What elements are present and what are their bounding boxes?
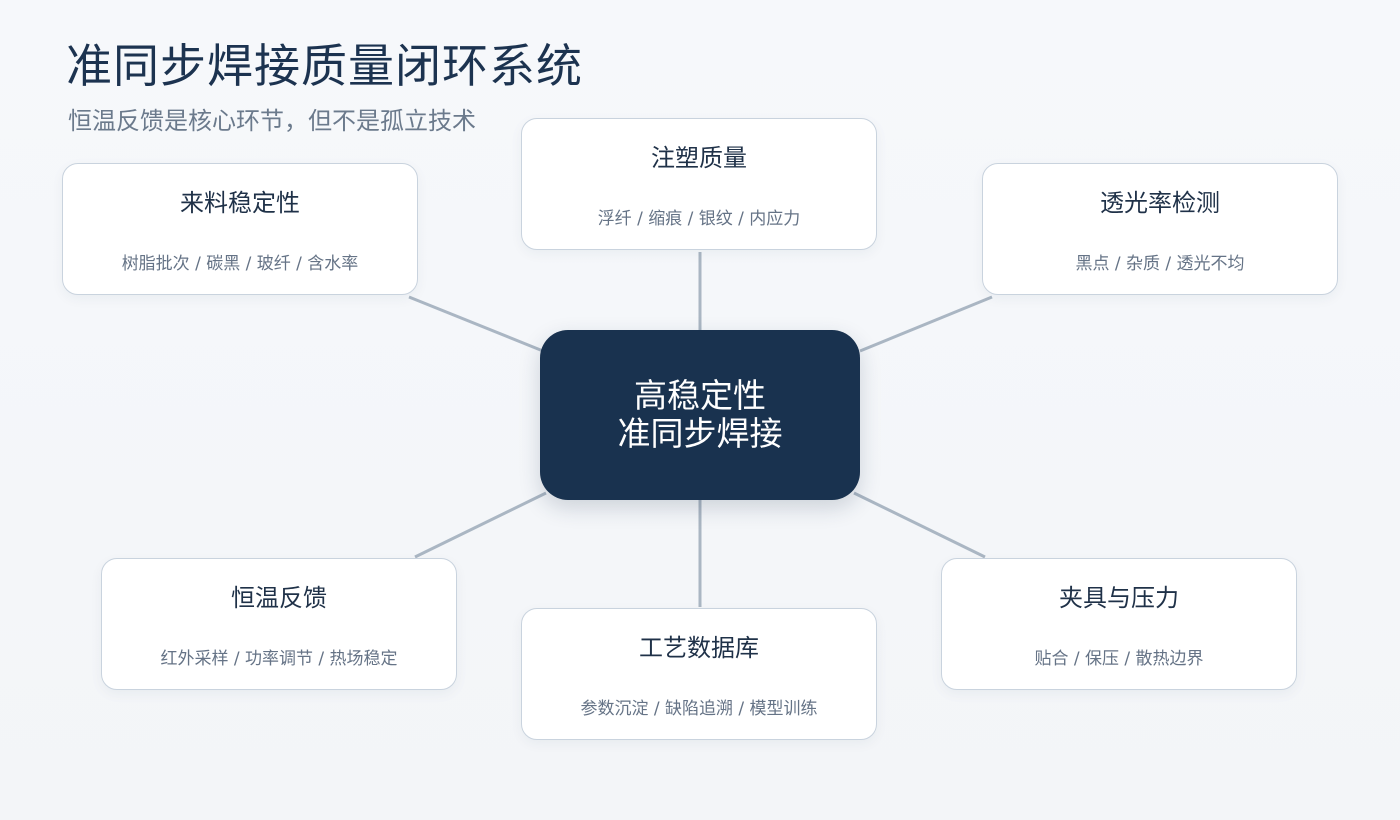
node-title: 透光率检测 bbox=[1100, 189, 1220, 217]
node-transmittance-detection: 透光率检测 黑点 / 杂质 / 透光不均 bbox=[982, 163, 1338, 295]
node-description: 贴合 / 保压 / 散热边界 bbox=[1034, 649, 1204, 669]
node-description: 红外采样 / 功率调节 / 热场稳定 bbox=[160, 649, 398, 669]
central-node-line-1: 高稳定性 bbox=[634, 376, 766, 415]
central-node: 高稳定性 准同步焊接 bbox=[540, 330, 860, 500]
node-title: 工艺数据库 bbox=[639, 634, 759, 662]
connector-temp bbox=[414, 491, 547, 559]
connector-trans bbox=[859, 295, 993, 353]
page-subtitle: 恒温反馈是核心环节，但不是孤立技术 bbox=[68, 107, 476, 135]
node-description: 树脂批次 / 碳黑 / 玻纤 / 含水率 bbox=[121, 254, 359, 274]
node-description: 黑点 / 杂质 / 透光不均 bbox=[1075, 254, 1245, 274]
node-injection-quality: 注塑质量 浮纤 / 缩痕 / 银纹 / 内应力 bbox=[521, 118, 877, 250]
node-title: 来料稳定性 bbox=[180, 189, 300, 217]
node-title: 恒温反馈 bbox=[231, 584, 327, 612]
node-description: 浮纤 / 缩痕 / 银纹 / 内应力 bbox=[597, 209, 801, 229]
node-title: 夹具与压力 bbox=[1059, 584, 1179, 612]
node-process-database: 工艺数据库 参数沉淀 / 缺陷追溯 / 模型训练 bbox=[521, 608, 877, 740]
node-description: 参数沉淀 / 缺陷追溯 / 模型训练 bbox=[580, 699, 818, 719]
connector-feed bbox=[408, 295, 544, 353]
node-title: 注塑质量 bbox=[651, 144, 747, 172]
connector-fix bbox=[853, 491, 986, 559]
central-node-line-2: 准同步焊接 bbox=[617, 414, 783, 453]
page-title: 准同步焊接质量闭环系统 bbox=[66, 39, 583, 93]
node-fixture-pressure: 夹具与压力 贴合 / 保压 / 散热边界 bbox=[941, 558, 1297, 690]
node-material-stability: 来料稳定性 树脂批次 / 碳黑 / 玻纤 / 含水率 bbox=[62, 163, 418, 295]
node-temperature-feedback: 恒温反馈 红外采样 / 功率调节 / 热场稳定 bbox=[101, 558, 457, 690]
